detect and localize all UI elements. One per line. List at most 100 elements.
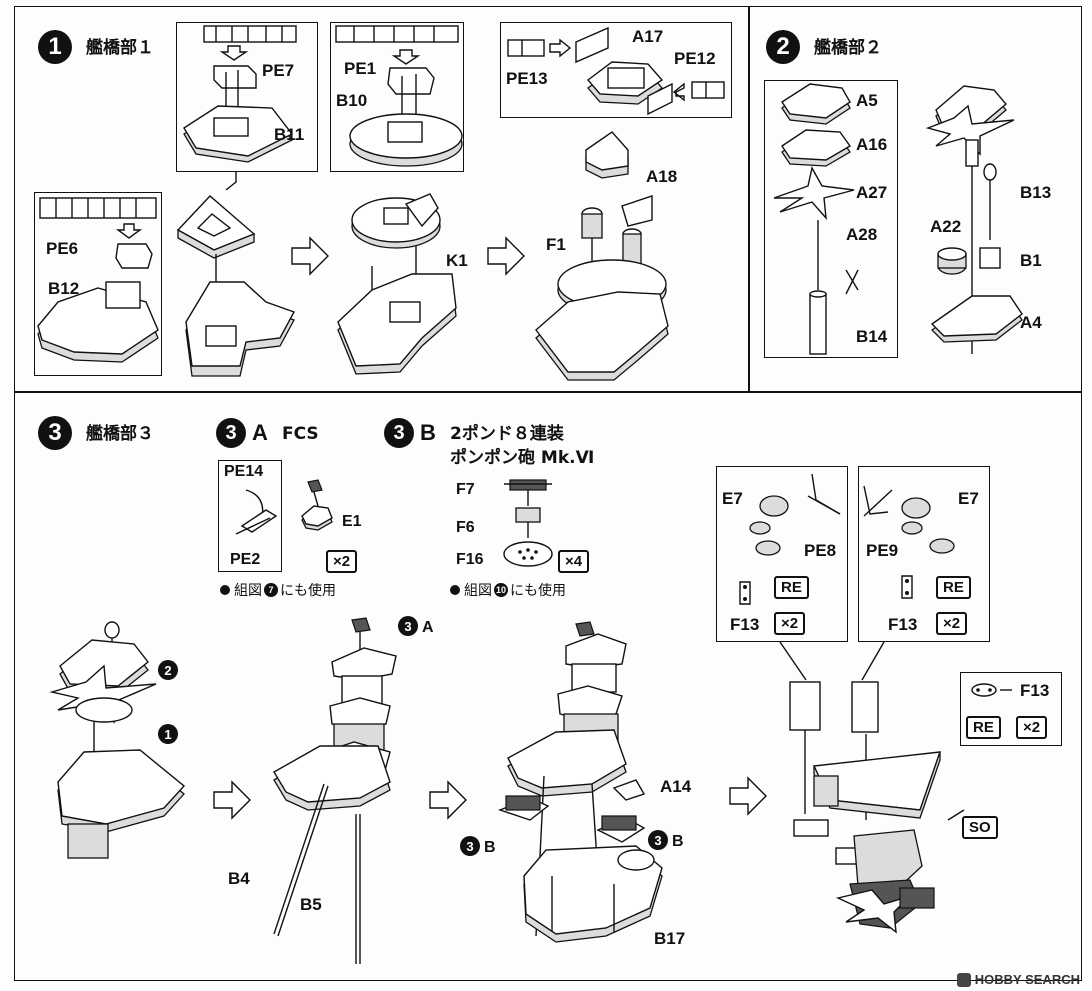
ref-3b-right-letter: B	[672, 833, 684, 850]
label-pe9: PE9	[866, 541, 899, 560]
label-pe7: PE7	[262, 61, 295, 80]
label-a28: A28	[846, 225, 878, 244]
pompom-note-step-ref: 10	[494, 583, 508, 597]
label-a27: A27	[856, 183, 888, 202]
hobby-search-logo-icon	[956, 972, 971, 987]
ref-3b-left-letter: B	[484, 839, 496, 856]
label-f16: F16	[456, 551, 484, 568]
step1-zoom-a17	[500, 22, 732, 118]
step3-arrow-3	[729, 776, 767, 816]
badge-x2-so: ×2	[1016, 716, 1048, 740]
pe8-drawing	[739, 473, 841, 605]
fcs-note-step-ref: 7	[264, 583, 278, 597]
label-a18: A18	[646, 167, 678, 186]
step2-main-assembly	[925, 85, 1023, 354]
step3-panel	[14, 391, 1082, 981]
label-b10: B10	[336, 91, 368, 110]
ref-3b-left-badge: 3	[460, 836, 480, 856]
b12-assembly-drawing	[37, 197, 159, 363]
b10-assembly-drawing	[335, 25, 463, 167]
label-f6: F6	[456, 519, 475, 536]
ref-step1-badge: 1	[158, 724, 178, 744]
label-pe1: PE1	[344, 59, 377, 78]
label-pe8: PE8	[804, 541, 837, 560]
a17-assembly-drawing	[507, 26, 725, 116]
bullet-icon	[450, 585, 460, 595]
b11-assembly-drawing	[183, 25, 297, 163]
label-b4: B4	[228, 869, 250, 888]
label-f13-right: F13	[888, 615, 918, 634]
step1-main-assembly-c	[535, 131, 669, 381]
f13-drawing	[971, 683, 1012, 697]
bullet-icon	[220, 585, 230, 595]
label-pe12: PE12	[674, 49, 716, 68]
pompom-usage-note: 組図 10 にも使用	[450, 580, 566, 600]
step3-arrow-2	[429, 780, 467, 820]
badge-x2-fcs: ×2	[326, 550, 358, 574]
step3-zoom-pe9	[858, 466, 990, 642]
step3a-letter: A	[252, 420, 268, 445]
pe9-drawing	[863, 485, 955, 599]
badge-x2-left: ×2	[774, 612, 806, 636]
label-pe6: PE6	[46, 239, 79, 258]
label-a22: A22	[930, 217, 962, 236]
watermark-text: HOBBY SEARCH	[974, 972, 1080, 987]
label-k1: K1	[446, 251, 468, 270]
ref-3b-right-badge: 3	[648, 830, 668, 850]
label-a17: A17	[632, 27, 664, 46]
step1-arrow-2	[487, 236, 525, 276]
badge-re-so: RE	[966, 716, 1001, 740]
step3b-title-line1: 2ポンド８連装	[450, 424, 564, 444]
badge-so: SO	[962, 816, 998, 840]
fcs-drawing	[235, 479, 333, 535]
step3-zoom-f13	[960, 672, 1062, 746]
step3a-title: FCS	[282, 424, 319, 444]
label-e1: E1	[342, 513, 362, 530]
badge-re-left: RE	[774, 576, 809, 600]
step3b-title-line2: ポンポン砲 Mk.Ⅵ	[450, 448, 595, 468]
step2-panel	[748, 6, 1082, 393]
label-a5: A5	[856, 91, 878, 110]
label-e7-left: E7	[722, 489, 743, 508]
step1-number: 1	[38, 30, 72, 64]
label-f1: F1	[546, 235, 566, 254]
label-b11: B11	[274, 125, 305, 144]
fcs-note-pre: 組図	[234, 583, 262, 599]
label-b13: B13	[1020, 183, 1052, 202]
label-a4: A4	[1020, 313, 1042, 332]
step3b-number: 3	[384, 418, 414, 448]
step3-arrow-1	[213, 780, 251, 820]
step2-zoom	[764, 80, 898, 358]
step3-number: 3	[38, 416, 72, 450]
badge-x2-right: ×2	[936, 612, 968, 636]
label-b17: B17	[654, 929, 686, 948]
ref-3a-badge: 3	[398, 616, 418, 636]
step3-zoom-pe8	[716, 466, 848, 642]
label-f13-so: F13	[1020, 681, 1050, 700]
step3a-zoom	[218, 460, 282, 572]
step1-panel	[14, 6, 750, 393]
badge-re-right: RE	[936, 576, 971, 600]
label-a14: A14	[660, 777, 692, 796]
step1-main-assembly-b	[337, 193, 457, 375]
hobby-search-watermark: HOBBY SEARCH	[956, 972, 1080, 987]
step1-zoom-b10	[330, 22, 464, 172]
label-b1: B1	[1020, 251, 1042, 270]
label-a16: A16	[856, 135, 888, 154]
label-f13-left: F13	[730, 615, 760, 634]
label-b14: B14	[856, 327, 888, 346]
step3-main-assembly-d	[779, 641, 965, 934]
step2-zoom-drawing	[773, 83, 859, 355]
step3-main-assembly-a	[49, 621, 186, 859]
label-pe14: PE14	[224, 463, 264, 480]
pompom-note-pre: 組図	[464, 583, 492, 599]
fcs-note-post: にも使用	[280, 583, 336, 599]
label-b5: B5	[300, 895, 322, 914]
pompom-note-post: にも使用	[510, 583, 566, 599]
step1-main-assembly-a	[176, 172, 296, 377]
step3a-number: 3	[216, 418, 246, 448]
label-b12: B12	[48, 279, 80, 298]
step3b-letter: B	[420, 420, 436, 445]
ref-step2-badge: 2	[158, 660, 178, 680]
